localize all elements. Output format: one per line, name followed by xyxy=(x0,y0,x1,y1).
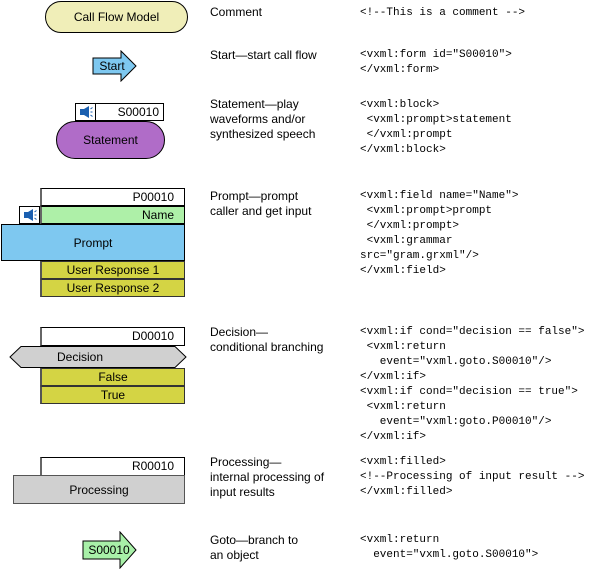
prompt-name-field: Name xyxy=(40,206,185,224)
decision-branch-false: False xyxy=(40,368,185,386)
statement-description: Statement—play waveforms and/or synthesi… xyxy=(210,97,316,141)
goto-label: S00010 xyxy=(88,543,130,557)
statement-shape: Statement xyxy=(56,121,165,159)
prompt-shape: Prompt xyxy=(1,224,185,261)
speaker-icon xyxy=(23,209,37,221)
processing-description: Processing— internal processing of input… xyxy=(210,455,325,499)
decision-description: Decision— conditional branching xyxy=(210,325,324,354)
call-flow-model-shape: Call Flow Model xyxy=(45,1,188,33)
decision-label: Decision xyxy=(56,350,104,364)
decision-code: <vxml:if cond="decision == false"> <vxml… xyxy=(360,326,585,443)
speaker-icon xyxy=(79,106,93,118)
prompt-speaker-box xyxy=(19,206,40,224)
start-code: <vxml:form id="S00010"> </vxml:form> xyxy=(360,49,512,76)
start-label: Start xyxy=(99,59,125,73)
statement-id: S00010 xyxy=(95,103,164,121)
prompt-label: Prompt xyxy=(73,235,113,250)
prompt-user-response-2: User Response 2 xyxy=(40,279,185,297)
decision-id: D00010 xyxy=(40,327,185,346)
statement-speaker-box xyxy=(75,103,96,121)
processing-label: Processing xyxy=(69,482,129,497)
statement-label: Statement xyxy=(83,133,138,147)
comment-code: <!--This is a comment --> xyxy=(360,7,526,19)
prompt-id: P00010 xyxy=(40,188,185,206)
prompt-user-response-1: User Response 1 xyxy=(40,261,185,279)
start-arrow-shape xyxy=(92,50,137,82)
goto-description: Goto—branch to an object xyxy=(210,533,299,562)
processing-code: <vxml:filled> <!--Processing of input re… xyxy=(360,456,585,498)
decision-branch-true: True xyxy=(40,386,185,404)
call-flow-model-label: Call Flow Model xyxy=(73,10,160,24)
processing-id: R00010 xyxy=(40,457,185,476)
goto-arrow-shape xyxy=(82,531,137,569)
comment-description: Comment xyxy=(210,5,263,19)
prompt-description: Prompt—prompt caller and get input xyxy=(210,189,312,218)
processing-shape: Processing xyxy=(13,475,185,504)
prompt-code: <vxml:field name="Name"> <vxml:prompt>pr… xyxy=(360,190,519,277)
start-description: Start—start call flow xyxy=(210,48,317,62)
statement-code: <vxml:block> <vxml:prompt>statement </vx… xyxy=(360,99,512,156)
goto-code: <vxml:return event="vxml.goto.S00010"> xyxy=(360,534,539,561)
decision-shape xyxy=(9,346,187,368)
